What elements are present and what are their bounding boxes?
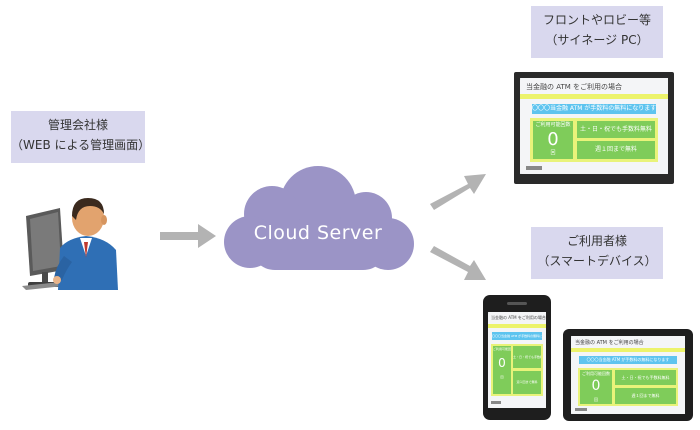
signage-screen-count-value: 0 [547, 129, 559, 150]
tablet-screen-count: ご利用可能回数 0 回 [580, 370, 612, 404]
signage-screen-rule1: 土・日・祝でも手数料無料 [577, 121, 655, 138]
tablet-screen-count-unit: 回 [594, 397, 598, 402]
smartphone-screen-count-unit: 回 [500, 375, 504, 379]
signage-screen-logo [526, 166, 542, 170]
tablet-device: 当金融の ATM をご利用の場合 〇〇〇当金融 ATM が手数料の無料になります… [563, 329, 693, 421]
smartphone-screen-logo [491, 401, 501, 404]
admin-label-line2: （WEB による管理画面） [11, 138, 151, 152]
users-label-line1: ご利用者様 [566, 234, 627, 248]
arrow-cloud-to-signage-icon [430, 174, 486, 210]
tablet-screen-count-value: 0 [591, 378, 601, 394]
signage-screen-count-unit: 回 [550, 150, 556, 156]
tablet-screen-rule1: 土・日・祝でも手数料無料 [615, 370, 676, 385]
signage-screen-count: ご利用可能回数 0 回 [533, 121, 573, 159]
cloud-server-label: Cloud Server [253, 222, 383, 244]
tablet-screen-strip [571, 348, 685, 352]
smartphone-speaker [507, 302, 527, 305]
users-label-box: ご利用者様 （スマートデバイス） [531, 227, 663, 279]
smartphone-screen-count-value: 0 [498, 356, 506, 370]
smartphone-screen: 当金融の ATM をご利用の場合 〇〇〇当金融 ATM が手数料の無料になります… [488, 312, 546, 408]
smartphone-device: 当金融の ATM をご利用の場合 〇〇〇当金融 ATM が手数料の無料になります… [483, 295, 551, 420]
tablet-screen-rule2: 週１回まで無料 [615, 388, 676, 404]
smartphone-screen-rule2: 週１回まで無料 [513, 371, 541, 394]
cloud-server-icon [224, 166, 414, 270]
tablet-screen-title: 当金融の ATM をご利用の場合 [575, 340, 644, 346]
arrow-cloud-to-devices-icon [430, 246, 486, 280]
signage-screen: 当金融の ATM をご利用の場合 〇〇〇当金融 ATM が手数料の無料になります… [520, 78, 668, 174]
tablet-screen-logo [575, 408, 587, 411]
admin-user-at-computer-icon [22, 198, 118, 290]
signage-screen-strip [520, 94, 668, 99]
smartphone-screen-notice: 〇〇〇当金融 ATM が手数料の無料になります [492, 332, 542, 340]
smartphone-screen-count-label: ご利用可能回数 [493, 347, 511, 351]
signage-monitor: 当金融の ATM をご利用の場合 〇〇〇当金融 ATM が手数料の無料になります… [514, 72, 674, 184]
smartphone-screen-rule1: 土・日・祝でも手数料無料 [513, 346, 541, 368]
signage-screen-rule2: 週１回まで無料 [577, 141, 655, 159]
signage-screen-count-label: ご利用可能回数 [535, 122, 571, 128]
smartphone-screen-strip [488, 324, 546, 328]
signage-label-line2: （サイネージ PC） [545, 33, 649, 47]
signage-screen-title: 当金融の ATM をご利用の場合 [526, 83, 623, 91]
tablet-screen: 当金融の ATM をご利用の場合 〇〇〇当金融 ATM が手数料の無料になります… [571, 336, 685, 414]
admin-label-box: 管理会社様 （WEB による管理画面） [11, 111, 151, 163]
smartphone-screen-count: ご利用可能回数 0 回 [493, 346, 511, 394]
tablet-screen-count-label: ご利用可能回数 [582, 371, 610, 376]
tablet-screen-notice: 〇〇〇当金融 ATM が手数料の無料になります [579, 356, 677, 364]
arrow-admin-to-cloud-icon [160, 224, 216, 248]
signage-label-box: フロントやロビー等 （サイネージ PC） [531, 6, 663, 58]
admin-label-line1: 管理会社様 [47, 118, 108, 132]
smartphone-screen-title: 当金融の ATM をご利用の場合 [491, 315, 546, 320]
signage-screen-notice: 〇〇〇当金融 ATM が手数料の無料になります [532, 104, 656, 114]
users-label-line2: （スマートデバイス） [537, 254, 657, 268]
signage-label-line1: フロントやロビー等 [542, 13, 651, 27]
